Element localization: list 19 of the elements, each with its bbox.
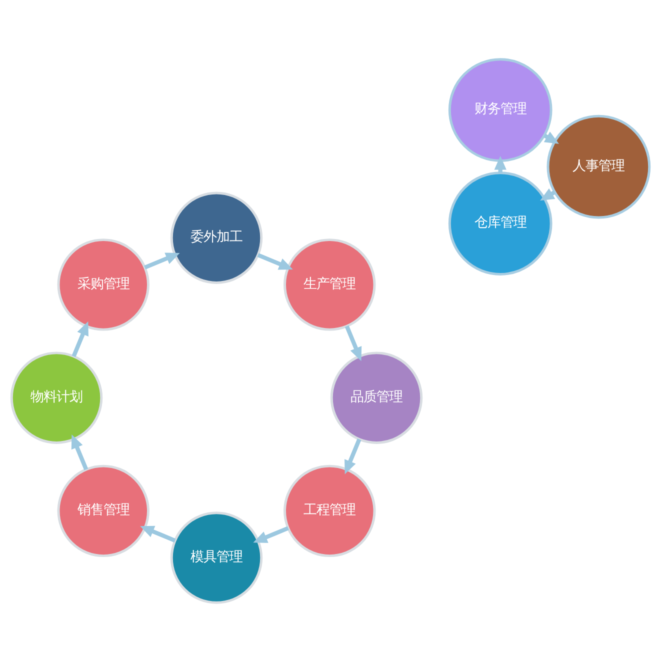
arrow bbox=[140, 526, 176, 543]
node-circle: 财务管理 bbox=[448, 58, 552, 162]
arrow bbox=[253, 526, 289, 543]
node-circle: 物料计划 bbox=[10, 352, 103, 444]
arrow bbox=[344, 438, 362, 474]
arrow bbox=[72, 321, 88, 358]
node-circle: 销售管理 bbox=[57, 464, 150, 558]
arrow bbox=[344, 325, 362, 362]
arrow bbox=[257, 253, 293, 270]
node-circle: 模具管理 bbox=[170, 512, 263, 604]
node-circle: 生产管理 bbox=[284, 238, 376, 331]
node-circle: 品质管理 bbox=[330, 352, 423, 444]
node-circle: 工程管理 bbox=[284, 464, 376, 558]
node-circle: 采购管理 bbox=[57, 238, 150, 331]
arrow bbox=[71, 434, 88, 470]
node-circle: 仓库管理 bbox=[448, 172, 552, 276]
arrow bbox=[144, 252, 180, 270]
node-circle: 人事管理 bbox=[546, 114, 651, 219]
node-circle: 委外加工 bbox=[170, 192, 263, 284]
